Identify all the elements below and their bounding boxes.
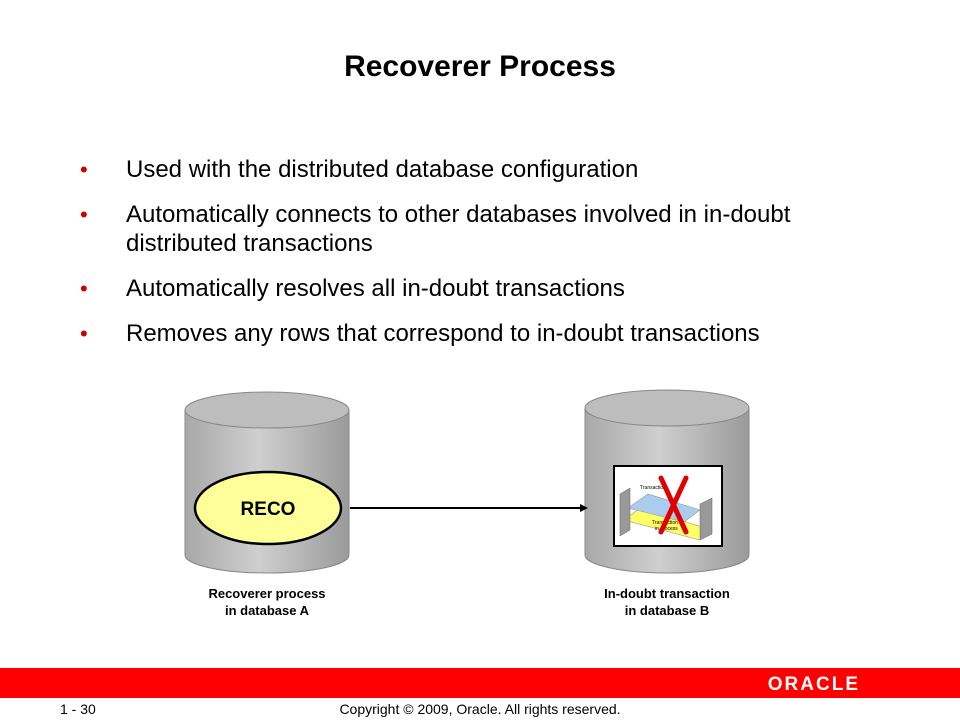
bullet-item: •Removes any rows that correspond to in-… bbox=[80, 320, 760, 347]
footer-bar bbox=[0, 668, 960, 698]
thumb-text: in process bbox=[655, 526, 678, 532]
bullet-dot: • bbox=[80, 157, 88, 182]
thumb-text: Transaction bbox=[640, 485, 666, 491]
slide-title: Recoverer Process bbox=[344, 50, 616, 83]
bullet-item: •Automatically connects to other databas… bbox=[80, 201, 791, 257]
oracle-logo: ORACLE bbox=[767, 674, 860, 695]
bullet-dot: • bbox=[80, 276, 88, 301]
connection-arrow bbox=[350, 504, 588, 512]
caption-database-b: In-doubt transaction in database B bbox=[604, 586, 730, 618]
bullet-item: •Automatically resolves all in-doubt tra… bbox=[80, 275, 625, 302]
caption-database-a: Recoverer process in database A bbox=[208, 586, 326, 618]
bullet-item: •Used with the distributed database conf… bbox=[80, 156, 639, 183]
x-mark-icon bbox=[658, 475, 689, 535]
copyright: Copyright © 2009, Oracle. All rights res… bbox=[339, 701, 621, 717]
bullet-dot: • bbox=[80, 321, 88, 346]
bullet-dot: • bbox=[80, 202, 88, 227]
reco-process: RECO bbox=[193, 470, 343, 546]
bullet-list: •Used with the distributed database conf… bbox=[80, 155, 880, 364]
page-number: 1 - 30 bbox=[60, 701, 96, 717]
reco-label: RECO bbox=[241, 499, 296, 520]
transaction-thumbnail: Transaction Transaction in process bbox=[613, 465, 723, 547]
